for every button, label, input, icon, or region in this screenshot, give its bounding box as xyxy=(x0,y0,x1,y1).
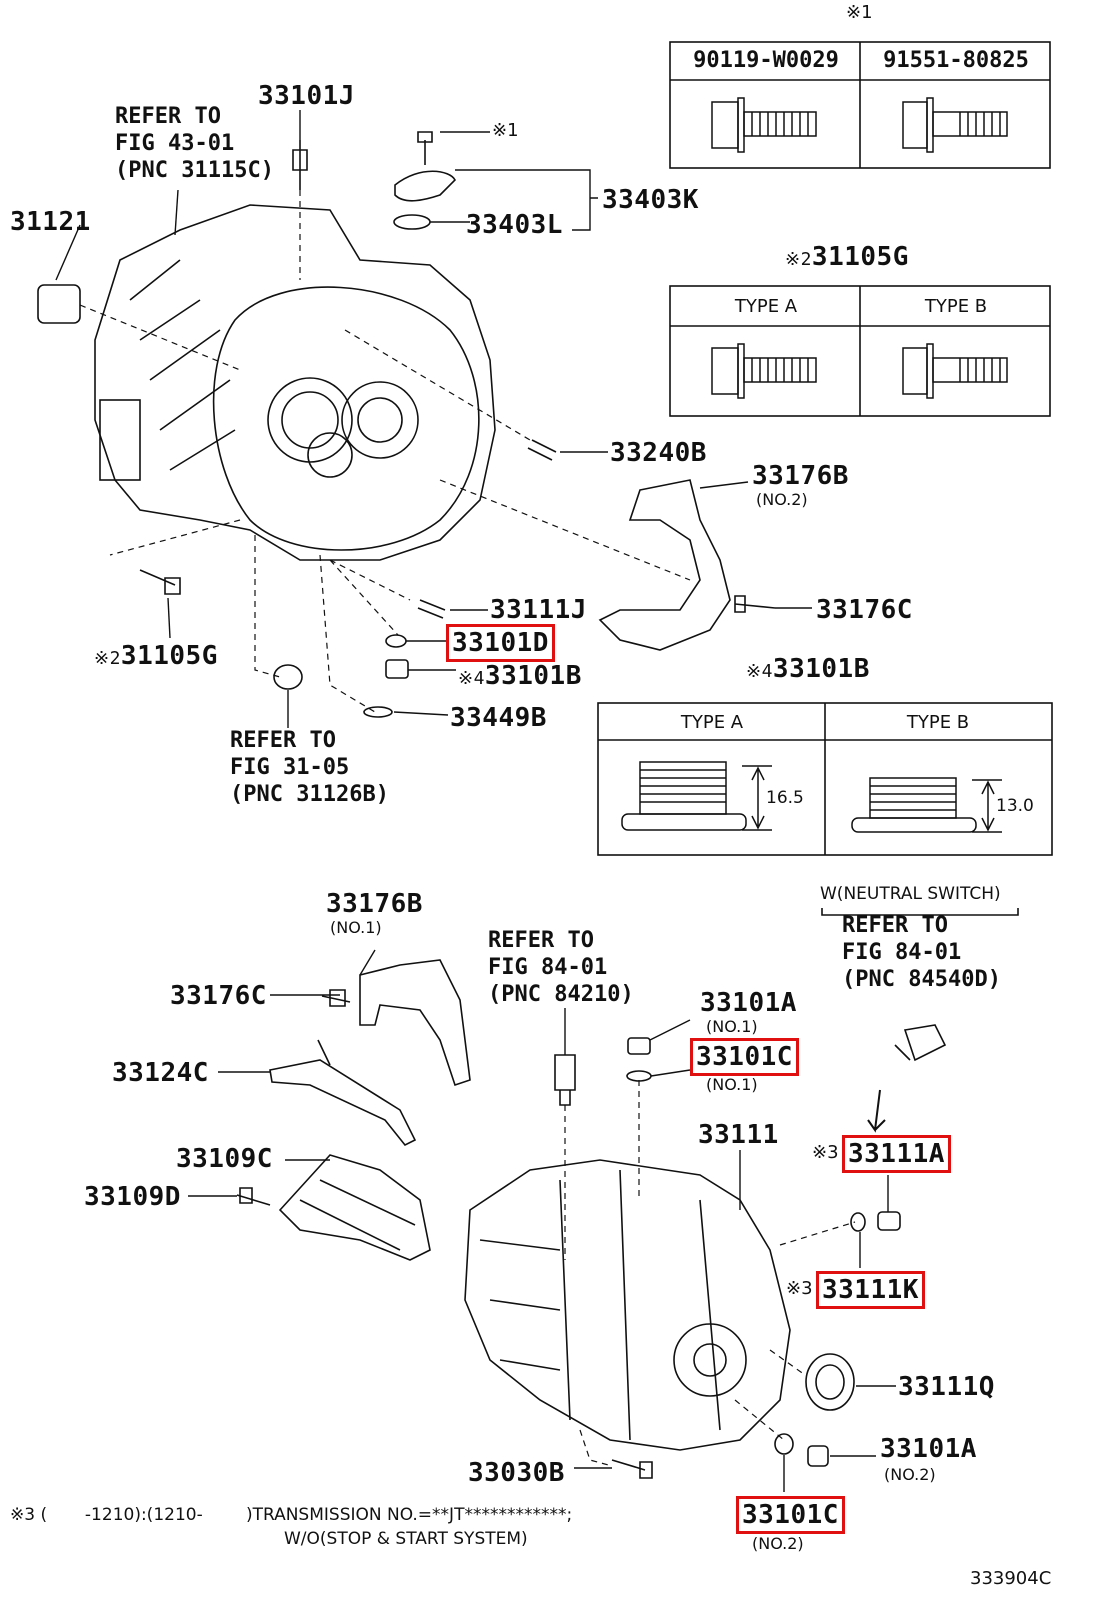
table-bolts-2-title-mark: ※2 xyxy=(785,249,812,270)
callout-33111J: 33111J xyxy=(490,595,587,625)
callout-31105G-left: ※231105G xyxy=(94,643,218,669)
callout-33101A-no1-note: (NO.1) xyxy=(706,1017,758,1036)
table-plug-title-mark: ※4 xyxy=(746,661,773,682)
table-bolts-2-title-text: 31105G xyxy=(811,242,909,272)
footer-condition-line-2: W/O(STOP & START SYSTEM) xyxy=(284,1529,528,1549)
callout-33176C-upper: 33176C xyxy=(816,595,913,625)
transaxle-case-lower xyxy=(464,1159,791,1451)
callout-33101C-no2-highlighted: 33101C xyxy=(736,1496,845,1534)
callout-33176C-lower: 33176C xyxy=(170,981,267,1011)
callout-33111K-highlighted: 33111K xyxy=(816,1271,925,1309)
callout-33101B: ※433101B xyxy=(458,663,582,689)
callout-33101B-text: 33101B xyxy=(484,661,582,691)
table-plug-title: ※433101B xyxy=(746,656,870,682)
table-bolts-2-header-b: TYPE B xyxy=(924,296,988,317)
callout-33101A-no2-note: (NO.2) xyxy=(884,1465,936,1484)
callout-33403L: 33403L xyxy=(466,210,563,240)
callout-33176B-no2: 33176B xyxy=(752,461,849,491)
neutral-switch-note: W(NEUTRAL SWITCH) xyxy=(820,884,1001,904)
footer-condition-line-1: ※3 ( -1210):(1210- )TRANSMISSION NO.=**J… xyxy=(10,1505,573,1525)
transaxle-housing-upper xyxy=(94,204,496,561)
table-plug-dim-a: 16.5 xyxy=(766,788,804,808)
callout-33403K: 33403K xyxy=(602,185,699,215)
table-plug-dim-b: 13.0 xyxy=(996,796,1034,816)
callout-33176B-no2-note: (NO.2) xyxy=(756,490,808,509)
callout-33109D: 33109D xyxy=(84,1182,181,1212)
callout-33111Q: 33111Q xyxy=(898,1372,995,1402)
callout-31121: 31121 xyxy=(10,207,91,237)
callout-31105G-left-text: 31105G xyxy=(120,641,218,671)
refer-note-fig-43-01: REFER TO FIG 43-01 (PNC 31115C) xyxy=(115,104,274,183)
callout-33111K-mark: ※3 xyxy=(786,1278,813,1299)
refer-note-fig-84-01-switch: REFER TO FIG 84-01 (PNC 84540D) xyxy=(842,913,1001,992)
callout-33111A-mark: ※3 xyxy=(812,1142,839,1163)
table-bolts-1-header-a: 90119-W0029 xyxy=(693,48,839,73)
callout-33176B-no1: 33176B xyxy=(326,889,423,919)
callout-31105G-left-mark: ※2 xyxy=(94,648,121,669)
callout-33101B-mark: ※4 xyxy=(458,668,485,689)
callout-33449B: 33449B xyxy=(450,703,547,733)
table-bolts-2-header-a: TYPE A xyxy=(734,296,798,317)
callout-33101A-no2: 33101A xyxy=(880,1434,977,1464)
callout-33176B-no1-note: (NO.1) xyxy=(330,918,382,937)
callout-33101C-no2-note: (NO.2) xyxy=(752,1534,804,1553)
table-plug-title-text: 33101B xyxy=(772,654,870,684)
mount-31121 xyxy=(37,284,81,324)
table-plug-header-a: TYPE A xyxy=(680,712,744,733)
callout-33111: 33111 xyxy=(698,1120,779,1150)
callout-33124C: 33124C xyxy=(112,1058,209,1088)
figure-code: 333904C xyxy=(970,1568,1052,1589)
table-bolts-1-mark: ※1 xyxy=(846,2,873,23)
callout-33101J: 33101J xyxy=(258,81,355,111)
table-plug-header-b: TYPE B xyxy=(906,712,970,733)
callout-33111A-highlighted: 33111A xyxy=(842,1135,951,1173)
table-bolts-1-header-b: 91551-80825 xyxy=(883,48,1029,73)
callout-33101D-highlighted: 33101D xyxy=(446,624,555,662)
callout-33101C-no1-highlighted: 33101C xyxy=(690,1038,799,1076)
callout-33101A-no1: 33101A xyxy=(700,988,797,1018)
callout-33109C: 33109C xyxy=(176,1144,273,1174)
callout-33101C-no1-note: (NO.1) xyxy=(706,1075,758,1094)
table-bolts-2-title: ※231105G xyxy=(785,244,909,270)
refer-note-fig-31-05: REFER TO FIG 31-05 (PNC 31126B) xyxy=(230,728,389,807)
callout-33240B: 33240B xyxy=(610,438,707,468)
callout-33030B: 33030B xyxy=(468,1458,565,1488)
refer-note-fig-84-01-sensor: REFER TO FIG 84-01 (PNC 84210) xyxy=(488,928,634,1007)
callout-33101J-bolt-mark: ※1 xyxy=(492,120,519,141)
